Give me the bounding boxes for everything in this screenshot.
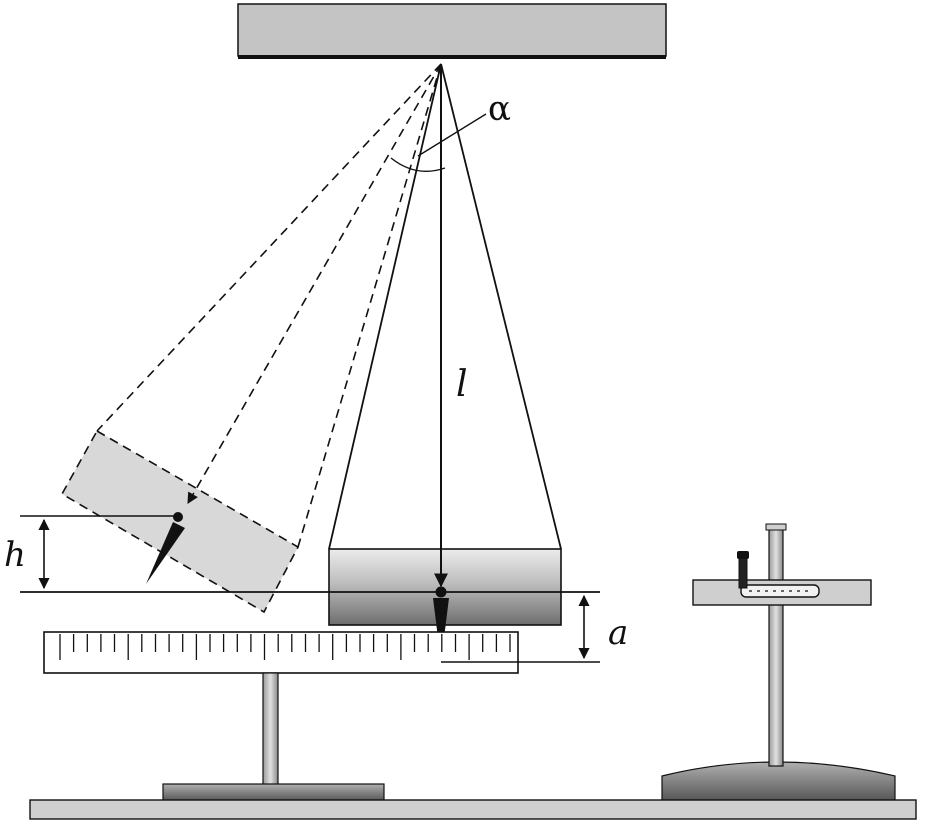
deflected-pointer xyxy=(146,522,185,584)
ruler-stand-pad xyxy=(162,783,385,802)
deflected-center-line xyxy=(187,63,442,504)
launcher-trigger-knob xyxy=(737,551,749,559)
deflected-pointer-pivot xyxy=(173,512,183,522)
label-length: l xyxy=(456,364,468,405)
string-left xyxy=(328,63,442,550)
string-right xyxy=(440,63,562,550)
angle-alpha-leader xyxy=(417,113,487,157)
launcher-stand xyxy=(661,523,896,802)
launcher-base xyxy=(661,761,896,802)
ruler-scale xyxy=(43,631,519,674)
ruler-ticks xyxy=(59,634,511,660)
ceiling-support xyxy=(237,3,667,57)
launcher-trigger-post xyxy=(738,554,748,589)
label-offset: a xyxy=(608,613,628,653)
label-alpha: α xyxy=(488,89,511,129)
label-height: h xyxy=(4,535,26,575)
deflected-string-left xyxy=(96,63,442,432)
launcher-barrel xyxy=(740,584,820,598)
rest-pointer xyxy=(433,598,449,662)
deflected-pendulum xyxy=(60,63,442,614)
launcher-rod-cap xyxy=(765,523,787,531)
deflected-string-right xyxy=(297,63,442,548)
launcher-rod xyxy=(768,525,784,767)
ground-base xyxy=(29,799,917,820)
ruler-stand-rod xyxy=(262,672,279,787)
ruler-body xyxy=(43,631,519,674)
